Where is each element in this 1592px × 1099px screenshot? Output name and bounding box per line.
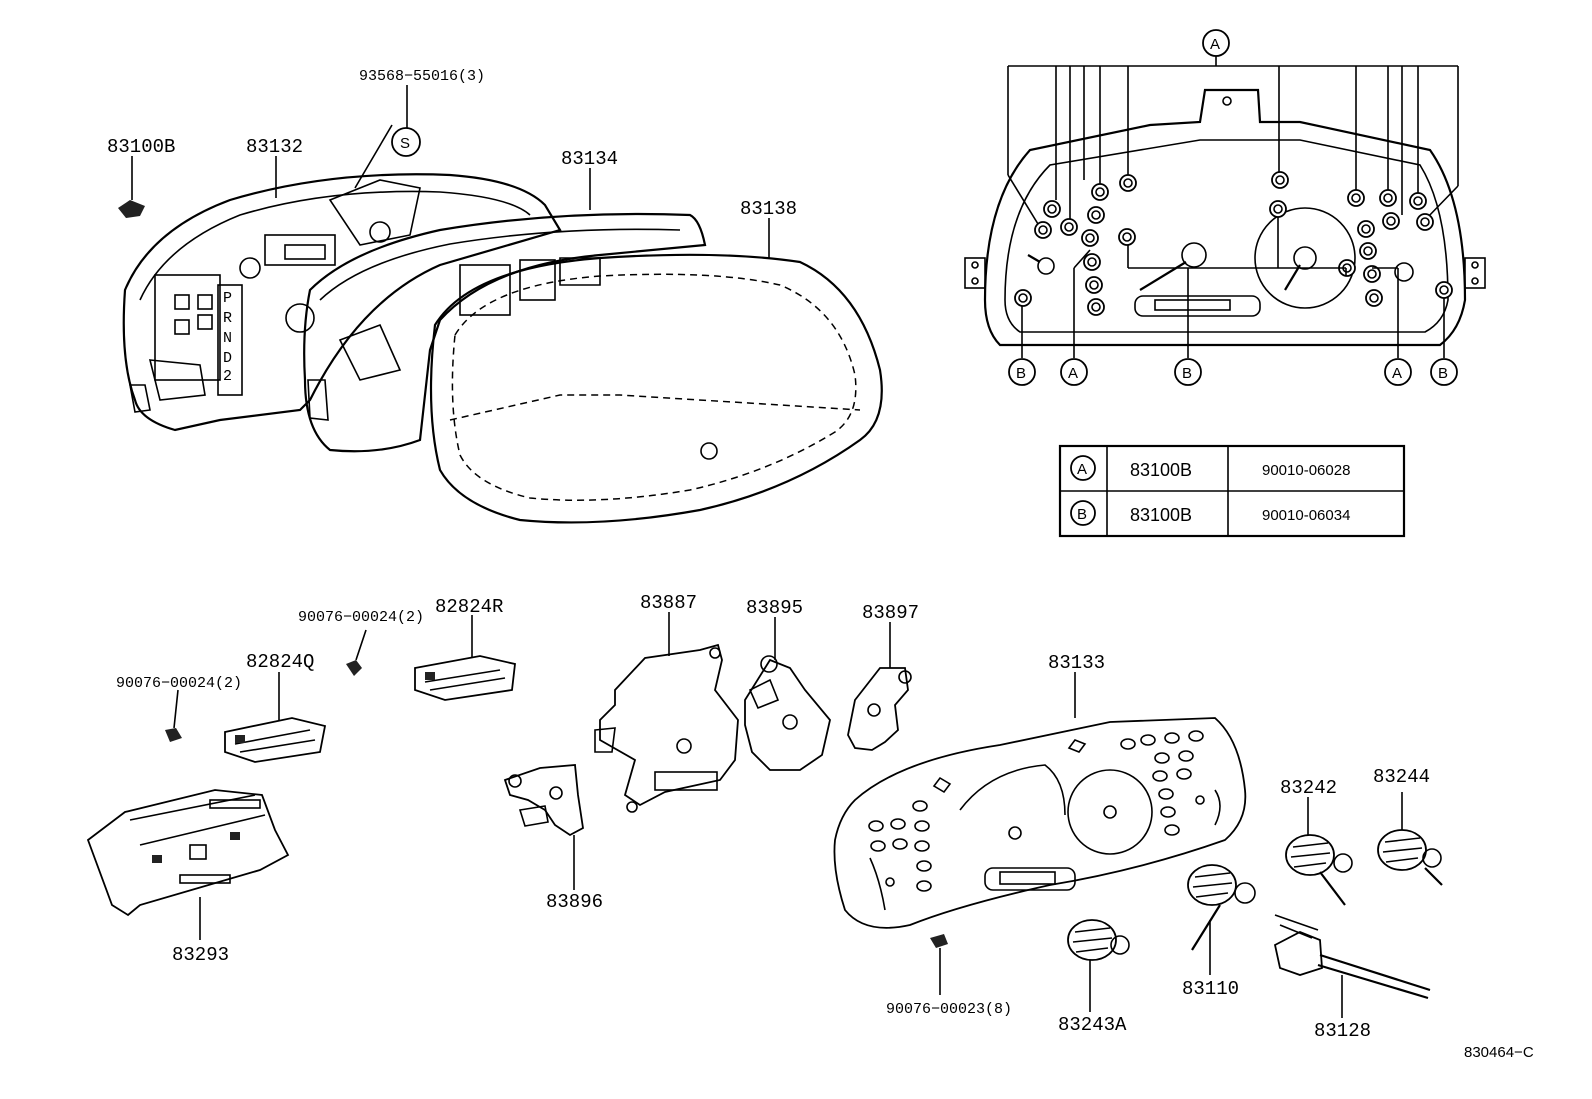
svg-text:N: N: [223, 330, 232, 347]
legend-part-a: 83100B: [1130, 460, 1192, 480]
label-90076-00023: 90076−00023(8): [886, 1001, 1012, 1018]
legend-bulb-b: 90010-06034: [1262, 507, 1350, 524]
bulb-legend-table: A 83100B 90010-06028 B 83100B 90010-0603…: [1058, 444, 1406, 538]
svg-text:R: R: [223, 310, 232, 327]
screw-s-mark: S: [400, 135, 410, 152]
label-83100b: 83100B: [107, 136, 175, 158]
label-90076-00024-lower: 90076−00024(2): [116, 675, 242, 692]
legend-mark-a: A: [1077, 461, 1087, 478]
label-83138: 83138: [740, 198, 797, 220]
legend-mark-b: B: [1077, 506, 1087, 523]
label-93568-55016: 93568−55016(3): [359, 68, 485, 85]
leader-lines-top-left: [131, 85, 770, 258]
label-83895: 83895: [746, 597, 803, 619]
label-83134: 83134: [561, 148, 618, 170]
dial-plate-83133: [833, 672, 1247, 929]
label-83887: 83887: [640, 592, 697, 614]
legend-part-b: 83100B: [1130, 505, 1192, 525]
meter-housing-assembly: P R N D 2 S: [118, 127, 883, 524]
label-83132: 83132: [246, 136, 303, 158]
connectors-and-board: [86, 615, 516, 940]
label-83128: 83128: [1314, 1020, 1371, 1042]
trip-reset-knob-83128: [1273, 914, 1431, 1018]
callout-a-1: A: [1068, 365, 1078, 382]
pointer-83242: [1285, 797, 1353, 906]
legend-bulb-a: 90010-06028: [1262, 462, 1350, 479]
callout-b-2: B: [1182, 365, 1192, 382]
label-83110: 83110: [1182, 978, 1239, 1000]
screw-90076-00023: [930, 934, 948, 995]
label-83243a: 83243A: [1058, 1014, 1127, 1036]
label-83133: 83133: [1048, 652, 1105, 674]
callout-b-3: B: [1438, 365, 1448, 382]
label-83897: 83897: [862, 602, 919, 624]
label-83896: 83896: [546, 891, 603, 913]
pointer-83244: [1377, 792, 1443, 886]
pointer-83110: [1187, 864, 1256, 975]
label-82824q: 82824Q: [246, 651, 314, 673]
label-83293: 83293: [172, 944, 229, 966]
diagram-code: 830464−C: [1464, 1044, 1534, 1061]
dial-indicator-holes: [868, 730, 1204, 892]
label-83242: 83242: [1280, 777, 1337, 799]
svg-text:2: 2: [223, 368, 232, 385]
callout-a-2: A: [1392, 365, 1402, 382]
label-83244: 83244: [1373, 766, 1430, 788]
bulb-location-view: A: [964, 29, 1486, 386]
svg-text:D: D: [223, 350, 232, 367]
callout-a-top: A: [1210, 36, 1220, 53]
gauge-movements: [503, 612, 912, 890]
label-82824r: 82824R: [435, 596, 503, 618]
bulb-socket-markers: [1014, 171, 1453, 316]
callout-b-1: B: [1016, 365, 1026, 382]
svg-text:P: P: [223, 290, 232, 307]
pointer-83243a: [1067, 919, 1130, 1012]
label-90076-00024-upper: 90076−00024(2): [298, 609, 424, 626]
